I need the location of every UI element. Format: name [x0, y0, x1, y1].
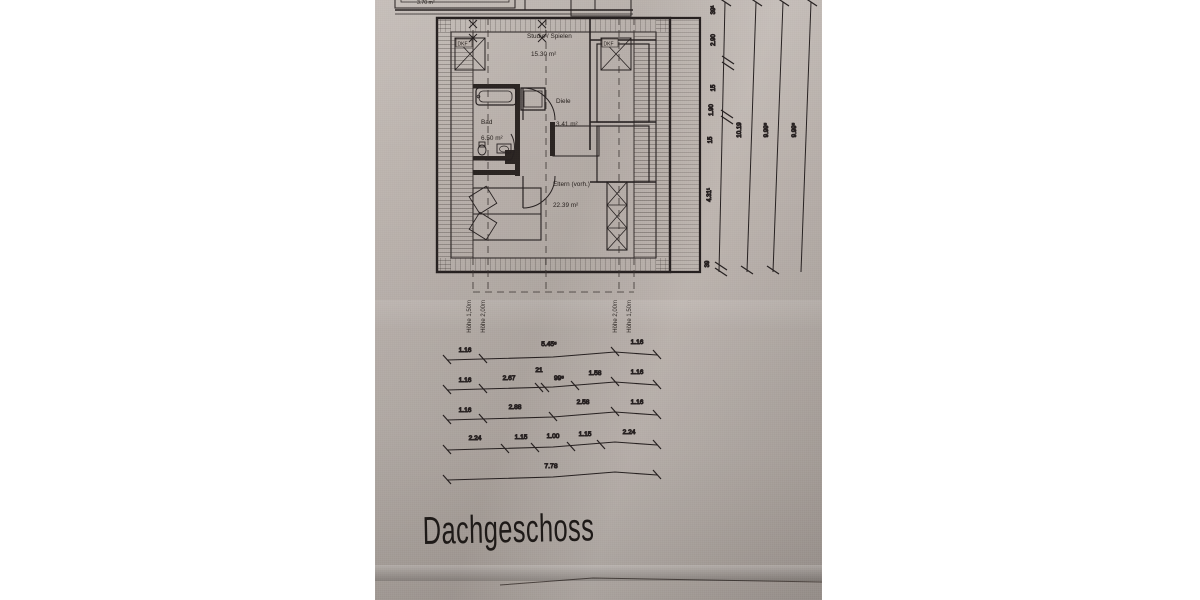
dim-row-1: 1.16 5.45⁵ 1.16	[442, 339, 662, 365]
rdim-1-2: 15	[711, 84, 717, 91]
rdim-4-0: 9.99⁵	[791, 122, 798, 137]
rdim-1-4: 15	[708, 136, 714, 143]
dim-4-4: 2.24	[623, 429, 636, 436]
dim-3-1: 2.88	[509, 404, 522, 411]
dim-row-3: 1.16 2.88 2.58 1.16	[442, 399, 662, 425]
bottom-dimension-chains: 1.16 5.45⁵ 1.16 1.16 2.67 21	[442, 339, 662, 485]
dim-2-5: 1.16	[631, 369, 644, 376]
dim-row-2: 1.16 2.67 21 99⁵ 1.58 1.16	[442, 367, 662, 395]
partial-area-label: 3.70 m²	[417, 0, 435, 6]
letterbox-right	[822, 0, 1200, 600]
wc-fixture	[477, 141, 487, 156]
rdim-1-1: 2.90	[711, 34, 717, 46]
room-label-studio: Studio / Spielen	[527, 33, 572, 40]
rdim-1-3: 1.90	[709, 104, 715, 116]
building-outline	[435, 16, 672, 274]
height-marker-right-150: Höhe 1,50m	[627, 300, 633, 333]
dkf-right-label: DKF	[604, 42, 614, 48]
dim-2-4: 1.58	[589, 370, 602, 377]
height-markers: Höhe 1,50m Höhe 2,00m Höhe 2,00m Höhe 1,…	[467, 300, 633, 333]
room-area-bad: 6.50 m²	[481, 135, 503, 142]
dim-2-3: 99⁵	[554, 375, 564, 382]
room-labels: Studio / Spielen 15.30 m² Bad 6.50 m² Di…	[481, 33, 590, 209]
room-area-studio: 15.30 m²	[531, 51, 556, 58]
dim-3-3: 1.16	[631, 399, 644, 406]
dim-4-0: 2.24	[469, 435, 482, 442]
dim-4-1: 1.15	[515, 434, 528, 441]
rdim-1-0: 39¹	[711, 6, 717, 15]
dim-2-0: 1.16	[459, 377, 472, 384]
room-area-diele: 3.41 m²	[556, 121, 578, 128]
stair-shaft	[552, 16, 702, 274]
dim-row-4: 2.24 1.15 1.00 1.15 2.24	[442, 429, 662, 455]
dim-row-5: 7.78	[442, 463, 662, 485]
right-dimension-chains: 39¹ 2.90 15 1.90 15 4.31¹ 39 10.19 9.99⁵	[705, 0, 818, 277]
bedroom-furniture	[468, 181, 628, 251]
height-line-guides	[472, 18, 635, 293]
dim-3-0: 1.16	[459, 407, 472, 414]
interior-walls	[473, 84, 555, 176]
floor-plan-drawing: 3.70 m²	[394, 0, 822, 586]
plan-title-group: Dachgeschoss	[422, 505, 594, 552]
dim-1-0: 1.16	[459, 347, 472, 354]
room-label-eltern: Eltern (vorh.)	[553, 181, 590, 188]
rdim-2-0: 10.19	[736, 122, 743, 138]
room-label-diele: Diele	[556, 98, 571, 105]
dim-2-1: 2.67	[503, 375, 516, 382]
wardrobe	[606, 181, 628, 251]
washbasin-fixture	[496, 143, 512, 154]
dim-5-0: 7.78	[544, 463, 557, 470]
letterbox-left	[0, 0, 375, 600]
dkf-window-left: DKF	[454, 37, 486, 71]
height-marker-left-150: Höhe 1,50m	[467, 300, 473, 333]
dim-4-2: 1.00	[547, 433, 560, 440]
dim-1-1: 5.45⁵	[541, 341, 557, 348]
dim-4-3: 1.15	[579, 431, 592, 438]
bathroom-fixtures	[475, 87, 546, 156]
height-marker-right-200: Höhe 2,00m	[613, 300, 619, 333]
dkf-left-label: DKF	[458, 42, 468, 48]
room-area-eltern: 22.39 m²	[553, 202, 578, 209]
height-marker-left-200: Höhe 2,00m	[481, 300, 487, 333]
dkf-window-right: DKF	[600, 37, 632, 71]
rdim-3-0: 9.99⁵	[763, 122, 770, 137]
paper-fold-line	[499, 577, 822, 586]
floor-plan-photo: 3.70 m²	[375, 0, 822, 600]
dim-1-2: 1.16	[631, 339, 644, 346]
dim-2-2: 21	[535, 367, 543, 374]
plan-title: Dachgeschoss	[422, 505, 594, 552]
room-label-bad: Bad	[481, 119, 493, 126]
guide-x-marks	[468, 19, 547, 43]
rdim-1-6: 39	[705, 260, 711, 267]
dim-3-2: 2.58	[577, 399, 590, 406]
rdim-1-5: 4.31¹	[707, 188, 713, 202]
top-partial-plan: 3.70 m²	[394, 0, 633, 17]
